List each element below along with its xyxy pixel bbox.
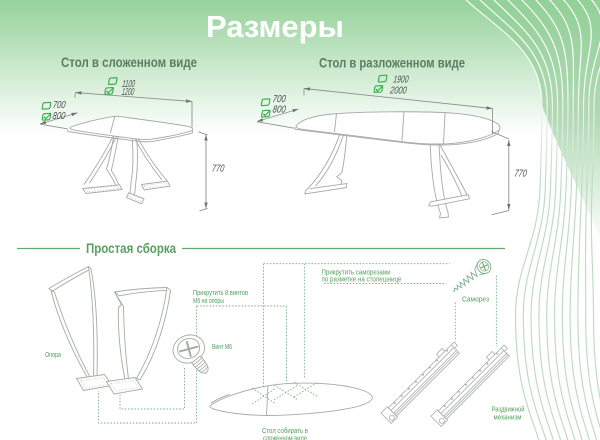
svg-text:700: 700 bbox=[52, 100, 66, 111]
svg-text:Раздвижной: Раздвижной bbox=[492, 405, 525, 414]
svg-text:Винт М6: Винт М6 bbox=[212, 342, 232, 351]
svg-text:Прикрутить саморезами: Прикрутить саморезами bbox=[322, 267, 391, 276]
svg-text:1100: 1100 bbox=[121, 79, 135, 90]
svg-text:800: 800 bbox=[52, 111, 67, 122]
svg-text:770: 770 bbox=[211, 163, 225, 174]
svg-text:800: 800 bbox=[272, 105, 287, 116]
svg-text:2000: 2000 bbox=[389, 85, 408, 96]
svg-text:770: 770 bbox=[514, 169, 528, 180]
svg-text:М6 на опоры: М6 на опоры bbox=[193, 296, 224, 305]
svg-text:Прикрутить 8 винтов: Прикрутить 8 винтов bbox=[193, 288, 248, 297]
svg-text:Простая сборка: Простая сборка bbox=[86, 241, 176, 256]
svg-text:по разметке на столешнице: по разметке на столешнице bbox=[322, 274, 402, 283]
svg-text:сложенном виде: сложенном виде bbox=[263, 434, 307, 440]
svg-text:Опора: Опора bbox=[45, 350, 62, 359]
svg-text:1200: 1200 bbox=[121, 87, 135, 98]
svg-text:Размеры: Размеры bbox=[206, 9, 344, 44]
svg-text:700: 700 bbox=[272, 94, 287, 105]
svg-text:1900: 1900 bbox=[393, 75, 410, 86]
svg-text:Саморез: Саморез bbox=[462, 295, 489, 304]
svg-text:механизм: механизм bbox=[494, 413, 522, 422]
svg-text:Стол в сложенном виде: Стол в сложенном виде bbox=[61, 54, 197, 70]
svg-text:Стол в разложенном виде: Стол в разложенном виде bbox=[319, 55, 465, 71]
svg-text:Стол собирать в: Стол собирать в bbox=[262, 426, 308, 435]
